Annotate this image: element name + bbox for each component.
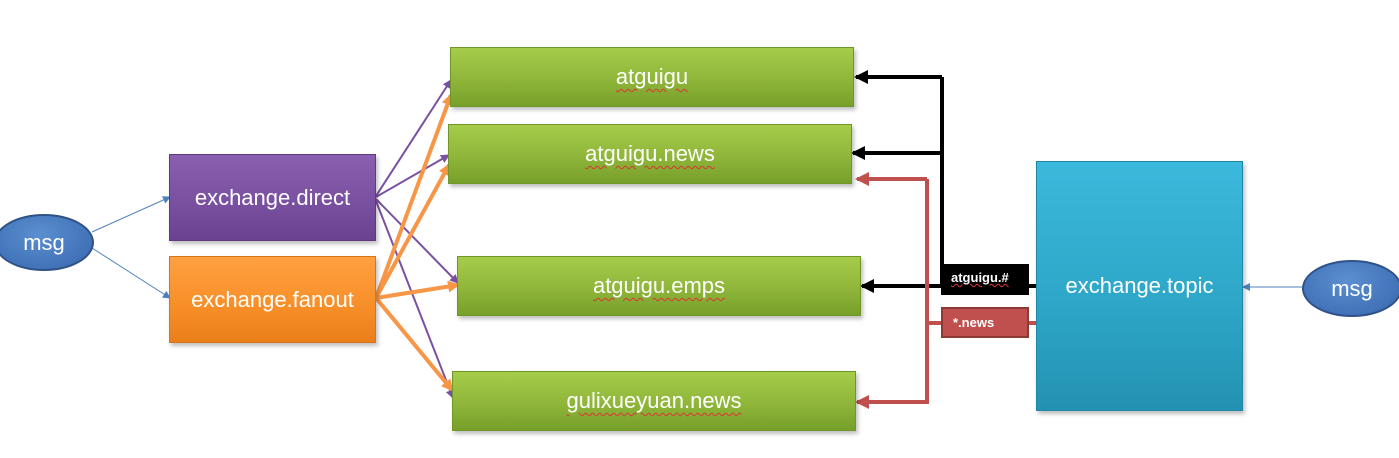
queue-gulixueyuan-news: gulixueyuan.news: [452, 371, 856, 431]
edge-fanout-to-atguigu: [374, 93, 454, 299]
exchange-topic-label: exchange.topic: [1065, 273, 1214, 298]
message-left-label: msg: [23, 229, 65, 255]
edge-fanout-to-atguigu-emps: [375, 280, 460, 300]
queue-atguigu: atguigu: [450, 47, 854, 107]
queue-atguigu-news-label: atguigu.news: [585, 141, 715, 166]
edge-msg-to-fanout: [91, 247, 171, 299]
routing-key-hash-label: atguigu.#: [951, 270, 1009, 285]
message-left: msg: [0, 214, 94, 271]
exchange-fanout-label: exchange.fanout: [191, 286, 354, 312]
edge-topic-to-gulixueyuan-news: [855, 323, 929, 409]
exchange-direct-label: exchange.direct: [194, 184, 351, 210]
edge-fanout-to-atguigu-news: [374, 163, 451, 299]
edge-fanout-to-gulixueyuan-news: [374, 296, 454, 392]
exchange-topic: exchange.topic: [1036, 161, 1243, 411]
routing-key-hash: atguigu.#: [941, 264, 1029, 295]
routing-key-star-label: *.news: [953, 315, 995, 330]
message-right-label: msg: [1331, 275, 1373, 301]
routing-key-star: *.news: [941, 307, 1029, 338]
edge-msg-to-direct: [91, 196, 171, 233]
message-right: msg: [1302, 260, 1399, 317]
queue-atguigu-emps: atguigu.emps: [457, 256, 861, 316]
queue-atguigu-news: atguigu.news: [448, 124, 852, 184]
edge-direct-to-atguigu: [375, 79, 452, 197]
queue-gulixueyuan-news-label: gulixueyuan.news: [566, 388, 742, 413]
edge-direct-to-atguigu-emps: [375, 198, 459, 284]
queue-atguigu-emps-label: atguigu.emps: [592, 273, 726, 298]
exchange-fanout: exchange.fanout: [169, 256, 376, 343]
edge-topic-hash-trunk: [940, 77, 1036, 288]
exchange-direct: exchange.direct: [169, 154, 376, 241]
edge-direct-to-atguigu-news: [375, 154, 450, 198]
edge-direct-to-gulixueyuan-news: [375, 200, 455, 399]
queue-atguigu-label: atguigu: [615, 64, 689, 89]
